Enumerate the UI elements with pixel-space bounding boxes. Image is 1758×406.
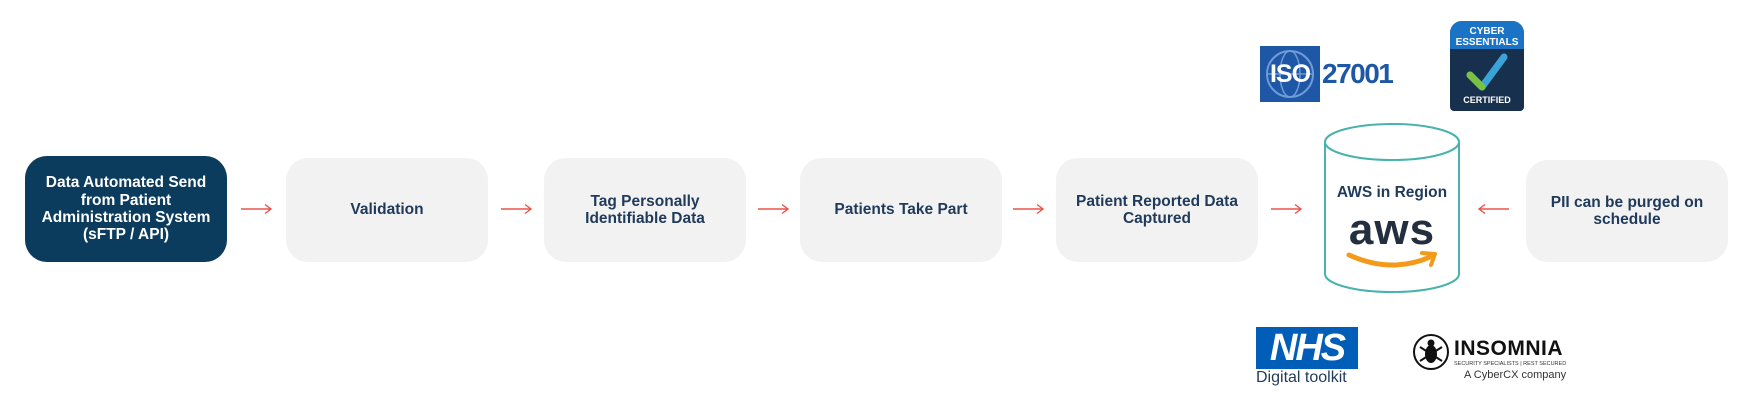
aws-logo-text: aws <box>1348 205 1436 254</box>
insomnia-subtitle: A CyberCX company <box>1464 369 1567 381</box>
arrow-right-icon <box>241 203 273 215</box>
globe-icon <box>1266 50 1314 98</box>
arrow-right-icon <box>758 203 790 215</box>
cyber-essentials-certified: CERTIFIED <box>1463 95 1511 105</box>
step-label: Patients Take Part <box>834 201 968 219</box>
insomnia-name: INSOMNIA <box>1454 337 1563 360</box>
insomnia-tagline: SECURITY SPECIALISTS | REST SECURED <box>1454 361 1567 367</box>
cyber-essentials-title: CYBER ESSENTIALS <box>1450 21 1524 49</box>
insomnia-bug-icon <box>1413 334 1449 370</box>
step-patient-reported-data: Patient Reported Data Captured <box>1056 158 1258 262</box>
step-data-automated-send: Data Automated Send from Patient Adminis… <box>25 156 227 262</box>
arrow-right-icon <box>501 203 533 215</box>
arrow-left-icon <box>1477 203 1509 215</box>
aws-smile-icon <box>1346 251 1437 268</box>
nhs-logo: NHS <box>1256 327 1358 369</box>
step-label: PII can be purged on schedule <box>1550 193 1704 228</box>
nhs-badge: NHS Digital toolkit <box>1256 327 1358 387</box>
step-label: Validation <box>350 201 424 219</box>
iso-logo: ISO <box>1260 46 1320 102</box>
iso-text: ISO <box>1269 59 1311 88</box>
step-validation: Validation <box>286 158 488 262</box>
arrow-right-icon <box>1013 203 1045 215</box>
step-label: Tag Personally Identifiable Data <box>585 192 705 227</box>
arrow-right-icon <box>1271 203 1303 215</box>
step-pii-purged: PII can be purged on schedule <box>1526 160 1728 262</box>
checkmark-icon <box>1466 53 1508 91</box>
step-tag-pii: Tag Personally Identifiable Data <box>544 158 746 262</box>
storage-label: AWS in Region <box>1336 184 1448 201</box>
iso-number: 27001 <box>1322 58 1394 89</box>
step-patients-take-part: Patients Take Part <box>800 158 1002 262</box>
nhs-subtitle: Digital toolkit <box>1256 369 1347 386</box>
cyber-essentials-badge: CYBER ESSENTIALS CERTIFIED <box>1450 21 1524 111</box>
step-label: Data Automated Send from Patient Adminis… <box>41 174 211 244</box>
step-label: Patient Reported Data Captured <box>1076 192 1238 227</box>
iso-27001-badge: ISO 27001 <box>1260 46 1394 102</box>
